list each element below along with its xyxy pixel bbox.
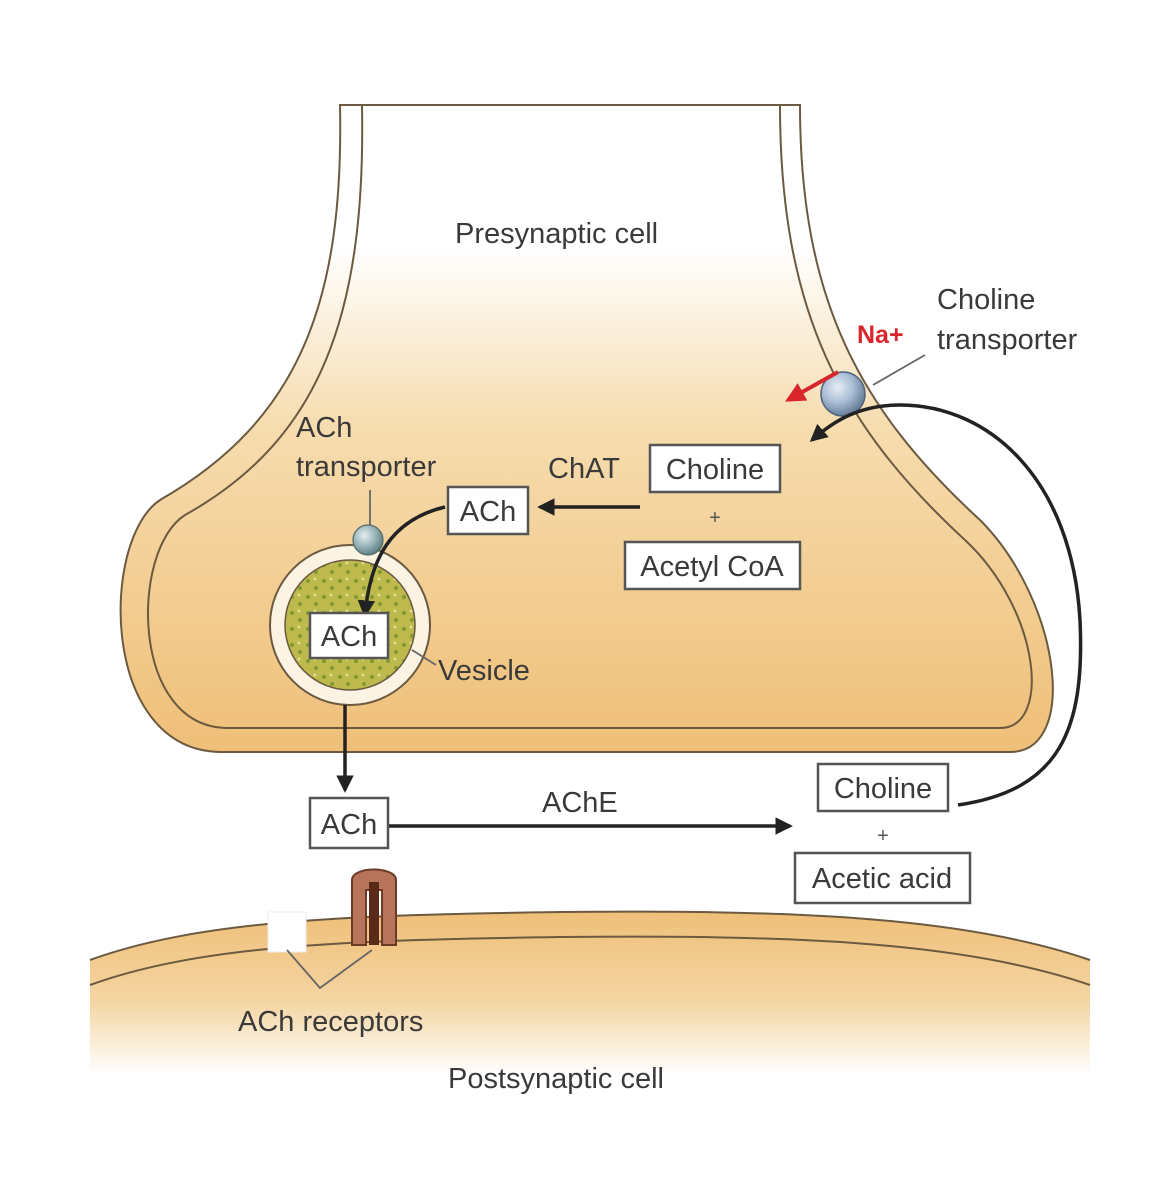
choline-reuptake-arrow [809,403,1083,807]
ach-transporter-label-line2: transporter [296,451,437,483]
choline-transporter-leader [872,354,926,386]
ach-transporter-label-line1: ACh [296,412,352,444]
choline-cleft-label: Choline [834,773,932,805]
choline-transporter-label-line1: Choline [937,284,1035,316]
choline-transporter-icon [820,371,866,417]
na-arrow [785,370,839,402]
ach-into-vesicle-arrow [357,505,446,618]
ache-label: AChE [542,787,618,819]
ach-box-cleft: ACh [308,796,390,850]
ach-vesicle-label: ACh [321,621,377,653]
ach-box-cytosol: ACh [446,485,530,536]
presynaptic-terminal [119,104,1054,753]
plus-sign-presynaptic: + [709,507,721,529]
choline-transporter-label-line2: transporter [937,324,1078,356]
postsynaptic-cell-label: Postsynaptic cell [448,1063,664,1095]
choline-box-cleft: Choline [816,762,950,813]
postsynaptic-cell [89,910,1091,1075]
vesicle-label: Vesicle [438,655,530,687]
acetyl-coa-label: Acetyl CoA [640,551,784,583]
na-ion-label: Na+ [857,321,904,349]
choline-box-presynaptic: Choline [648,443,782,494]
ach-receptor-channel-icon [351,868,397,946]
ach-cytosol-label: ACh [460,496,516,528]
plus-sign-cleft: + [877,825,889,847]
acetic-acid-box: Acetic acid [793,851,972,905]
ach-transporter-icon [352,524,384,556]
ach-box-vesicle: ACh [308,611,390,660]
vesicle-leader [411,649,437,666]
acetyl-coa-box: Acetyl CoA [623,540,802,591]
choline-box-label: Choline [666,454,764,486]
ach-receptors-label: ACh receptors [238,1006,423,1038]
presynaptic-cell-label: Presynaptic cell [455,218,658,250]
receptor-leader-line [286,949,373,990]
receptor-placeholder-icon [267,911,307,953]
ach-cleft-label: ACh [321,809,377,841]
acetic-acid-label: Acetic acid [812,863,952,895]
chat-label: ChAT [548,453,620,485]
